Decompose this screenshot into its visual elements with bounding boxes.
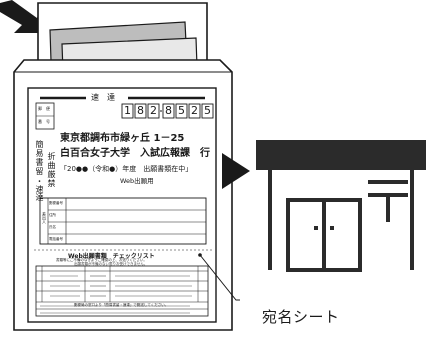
- bracket-text: 「20●●（令和●）年度 出願書類在中」: [60, 165, 193, 173]
- web-note: Web出願用: [120, 177, 154, 185]
- checklist-footer: 郵便局の窓口より「簡易書留・速達」で郵送してください。: [74, 303, 169, 307]
- recipient: 白百合女子大学 入試広報課 行: [60, 148, 210, 159]
- side-note-express: ・速達: [35, 177, 44, 201]
- postal-label-top: 郵 便: [38, 106, 50, 111]
- address: 東京都調布市緑ヶ丘 1－25: [60, 133, 185, 144]
- postal-digit: 2: [191, 104, 198, 117]
- envelope: [13, 2, 240, 331]
- checklist-subtitle: 書類等にご不備のなきようご確認の上、お送りください。: [56, 258, 147, 262]
- arrow-down-right-icon: [0, 0, 40, 33]
- postal-digit: 8: [165, 104, 172, 117]
- postal-digit: 8: [137, 104, 144, 117]
- side-note-no-fold: 折曲厳禁: [47, 152, 56, 188]
- sender-side-label: 差出人: [42, 212, 47, 224]
- sender-field: 電話番号: [49, 237, 63, 241]
- postal-digit: 2: [150, 104, 157, 117]
- side-note-registered: 簡易書留: [35, 140, 44, 176]
- postal-digit: 1: [124, 104, 131, 117]
- postal-code: 1 8 2 8 5 2 5: [122, 104, 216, 118]
- express-header: 速 達: [91, 93, 115, 102]
- checklist-subtitle-2: 出願書類が不備のない限りお受けできません。: [74, 262, 148, 266]
- postal-label-bottom: 番 号: [38, 119, 50, 124]
- sender-field: 郵便番号: [49, 201, 63, 205]
- checklist-title: Web出願書類 チェックリスト: [68, 253, 155, 260]
- address-sheet-label: 宛名シート: [262, 308, 340, 326]
- postal-digit: 5: [178, 104, 185, 117]
- sender-field: 氏名: [49, 225, 56, 229]
- sender-field: 住所: [49, 213, 56, 217]
- postal-digit: 5: [204, 104, 211, 117]
- post-office-icon: [256, 140, 426, 272]
- arrow-right-icon: [222, 153, 250, 189]
